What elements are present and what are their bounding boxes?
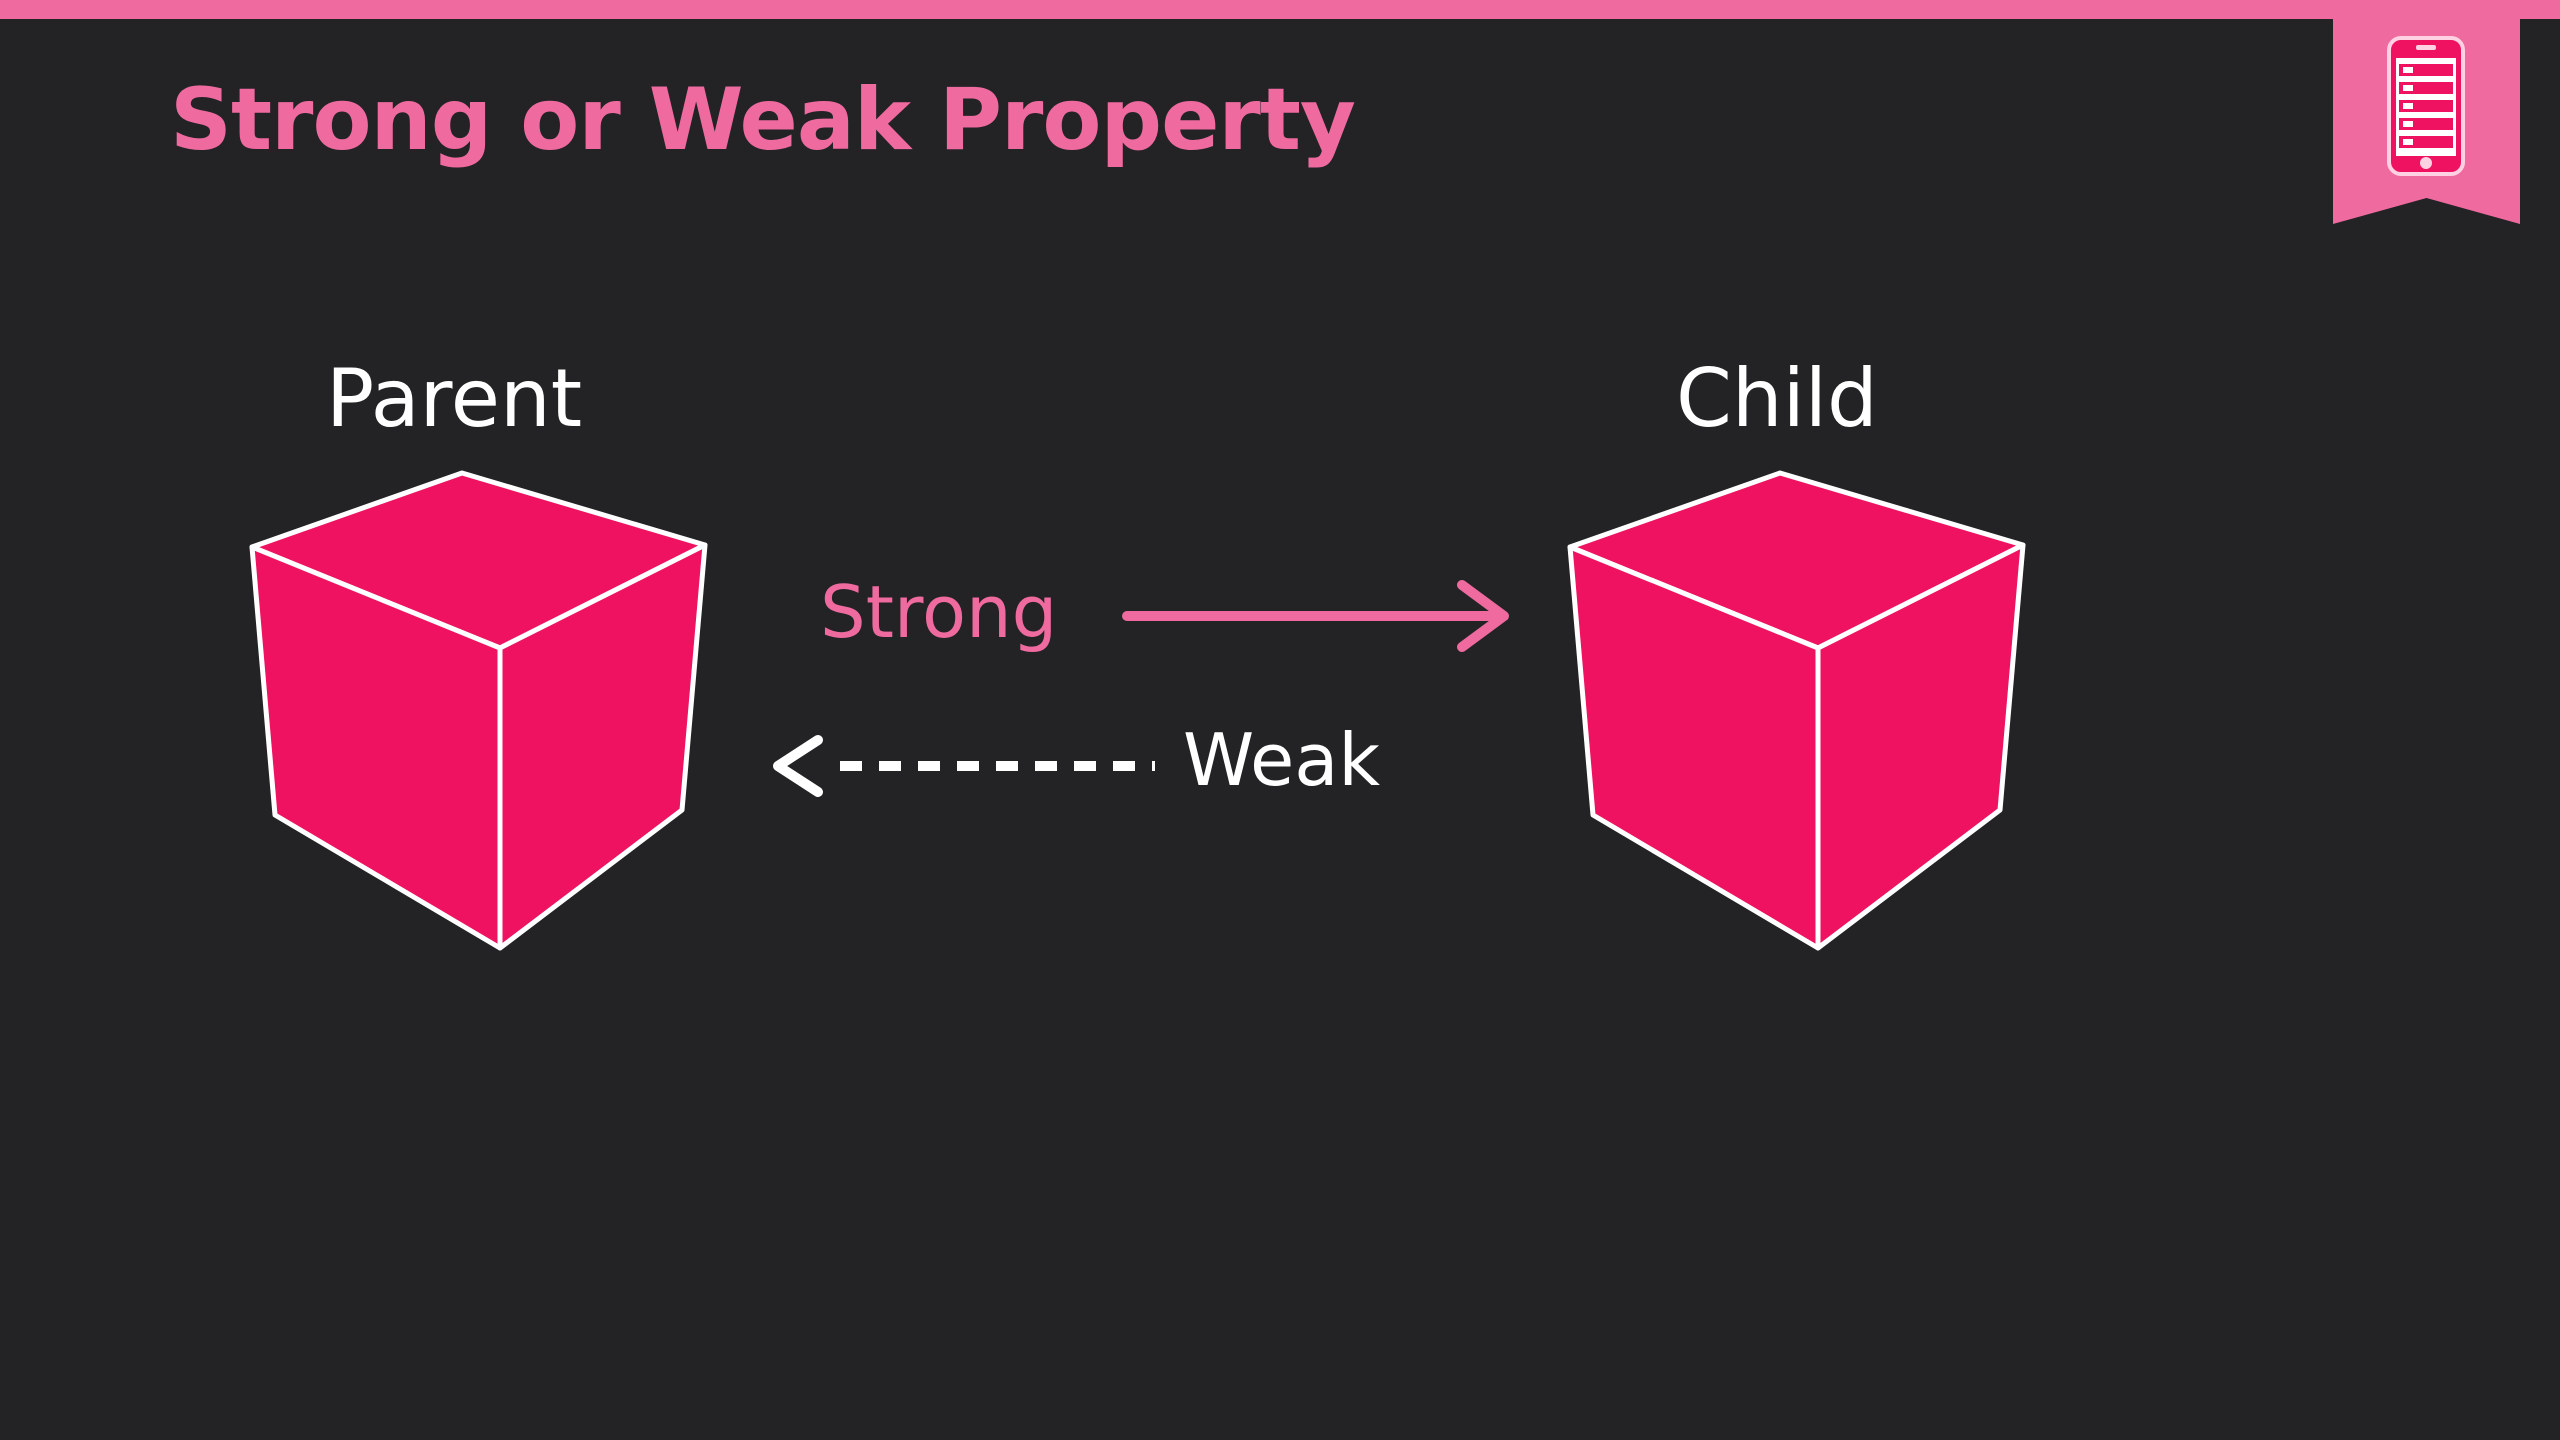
child-label: Child — [1676, 352, 1878, 445]
mobile-phone-list-icon — [2387, 36, 2465, 176]
slide-title: Strong or Weak Property — [170, 70, 1356, 170]
bookmark-badge — [2333, 0, 2520, 224]
parent-cube — [249, 470, 708, 951]
weak-arrow — [773, 735, 1155, 797]
strong-label: Strong — [820, 570, 1058, 654]
weak-label: Weak — [1183, 718, 1381, 802]
top-accent-bar — [0, 0, 2560, 19]
child-cube — [1567, 470, 2026, 951]
strong-arrow — [1122, 580, 1509, 652]
parent-label: Parent — [326, 352, 583, 445]
